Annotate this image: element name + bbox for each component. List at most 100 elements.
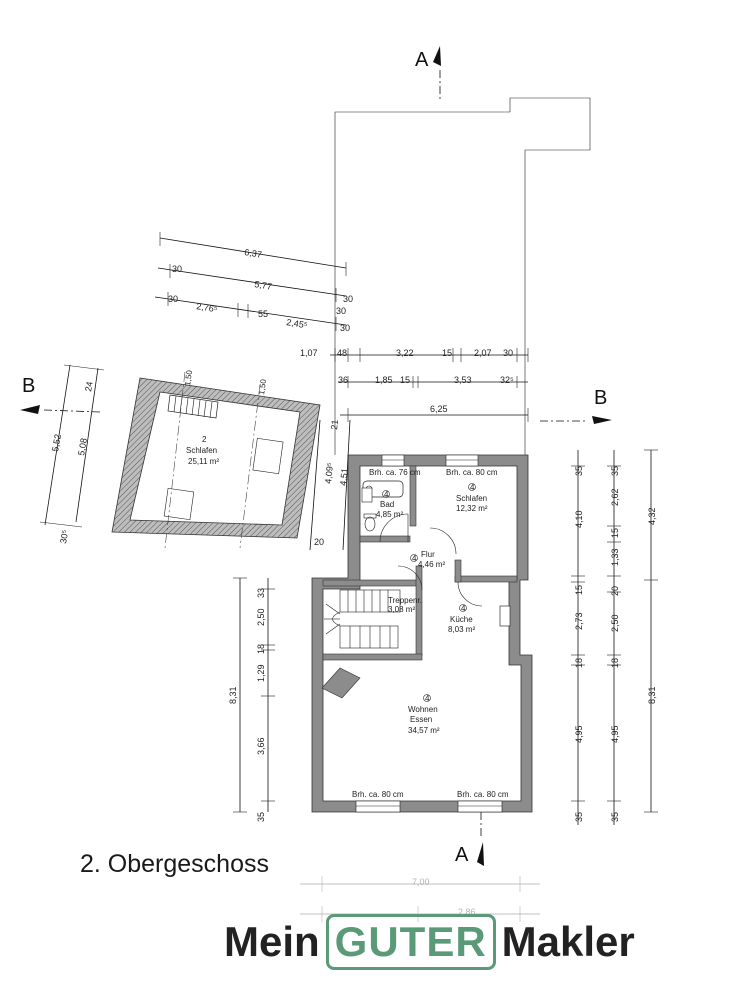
rooms-kueche-area: 8,03 m²	[448, 625, 475, 634]
rooms-schlafen-num: 4	[470, 483, 475, 492]
dims-mid-b: 4,09⁵	[323, 462, 335, 484]
rooms-wohnen-num: 4	[425, 694, 430, 703]
windows	[355, 454, 503, 813]
section-labels-b-left: B	[22, 375, 35, 397]
dims-bot-b: 2,86	[458, 907, 476, 917]
dims-row2e: 32⁵	[500, 375, 514, 385]
dimension-chain-right-1: 35 4,10 15 2,73 18 4,95 35	[571, 450, 585, 825]
dims-row1b: 48	[337, 348, 347, 358]
rooms-bad-name: Bad	[380, 500, 394, 509]
attic-room-area: 25,11 m²	[188, 457, 219, 466]
plot-outline	[334, 97, 591, 455]
section-marker-a-top: A	[415, 46, 441, 100]
dims-left-b: 33	[256, 588, 266, 598]
section-marker-b-left: B	[20, 375, 101, 414]
room-label-wohnen: 4 Wohnen Essen 34,57 m²	[408, 694, 440, 735]
brand-box: GUTER	[325, 914, 496, 970]
dims-mid-c: 4,51	[338, 468, 350, 486]
dims-row1d: 15	[442, 348, 452, 358]
attic-room: 1,50 1,50 2 Schlafen 25,11 m²	[111, 369, 321, 549]
dims-row1f: 30	[503, 348, 513, 358]
dims-top3d: 2,45⁵	[286, 317, 309, 330]
dims-row3: 6,25	[430, 404, 448, 414]
dims-r2-a: 35	[610, 466, 620, 476]
dims-r2-i: 35	[610, 812, 620, 822]
section-labels-a-top: A	[415, 49, 429, 71]
dims-bot-a: 7,00	[412, 877, 430, 887]
dims-r3-b: 8,31	[647, 686, 657, 704]
dims-row2c: 15	[400, 375, 410, 385]
dims-left-a: 8,31	[228, 686, 238, 704]
rooms-flur-area: 4,46 m²	[418, 560, 445, 569]
dims-top3a: 30	[168, 294, 178, 304]
dims-r1-d: 2,73	[574, 612, 584, 630]
dims-left-c: 2,50	[256, 608, 266, 626]
room-label-schlafen: 4 Schlafen 12,32 m²	[456, 483, 488, 513]
dims-row2a: 36	[338, 375, 348, 385]
door-swings	[379, 513, 483, 607]
dims-roof-b: 1,50	[257, 378, 268, 395]
dimension-chain-row1: 1,07 48 3,22 15 2,07 30	[300, 348, 529, 362]
dims-top3f: 30	[336, 306, 346, 316]
dims-mid-d: 20	[314, 537, 324, 547]
dims-dl-a: 5,52	[50, 433, 63, 452]
dims-r1-e: 18	[574, 658, 584, 668]
dims-r2-d: 1,33	[610, 548, 620, 566]
window-label-bad: Brh. ca. 76 cm	[369, 468, 421, 477]
dims-dl-b: 5,08	[76, 437, 89, 456]
section-marker-a-bottom: A	[455, 812, 484, 866]
section-marker-b-right: B	[540, 387, 612, 424]
building-walls	[311, 454, 533, 813]
dims-left-f: 3,66	[256, 737, 266, 755]
dims-r2-c: 15	[610, 528, 620, 538]
rooms-treppen-area: 3,08 m²	[388, 605, 415, 614]
dims-r2-b: 2,62	[610, 488, 620, 506]
dims-row1a: 1,07	[300, 348, 318, 358]
dims-mid-a: 21	[329, 419, 340, 430]
dims-r2-g: 18	[610, 658, 620, 668]
dims-r1-c: 15	[574, 585, 584, 595]
dims-r1-b: 4,10	[574, 510, 584, 528]
dims-top2a: 30	[172, 264, 182, 274]
rooms-wohnen-area: 34,57 m²	[408, 726, 440, 735]
dims-top2c: 30	[343, 294, 353, 304]
section-labels-b-right: B	[594, 387, 607, 409]
dims-left-g: 35	[256, 812, 266, 822]
dims-row2b: 1,85	[375, 375, 393, 385]
room-label-bad: 4 Bad 4,85 m²	[376, 490, 403, 519]
dims-row1e: 2,07	[474, 348, 492, 358]
rooms-bad-area: 4,85 m²	[376, 510, 403, 519]
dims-dl-d: 30⁵	[58, 529, 70, 545]
dims-r3-a: 4,32	[647, 507, 657, 525]
room-label-treppen: Treppenr. 3,08 m²	[388, 596, 422, 614]
dimension-chain-top: 6,37 30 5,77 30 30 2,76⁵ 55 2,45⁵ 30	[154, 232, 353, 333]
dims-r2-h: 4,95	[610, 725, 620, 743]
attic-room-name: Schlafen	[186, 446, 217, 455]
dims-top3c: 55	[258, 309, 268, 319]
rooms-kueche-name: Küche	[450, 615, 473, 624]
bath-fixtures	[361, 480, 404, 532]
dimension-chain-right-2: 35 2,62 15 1,33 20 2,50 18 4,95 35	[607, 450, 621, 825]
dimension-chain-row3: 6,25 30	[336, 306, 529, 422]
rooms-dach-schlafen-num: 2	[202, 435, 207, 444]
dims-r2-e: 20	[610, 586, 620, 596]
rooms-kueche-num: 4	[461, 604, 466, 613]
section-labels-a-bottom: A	[455, 844, 469, 866]
dimension-chain-right-3: 4,32 8,31	[644, 449, 658, 813]
dims-left-e: 1,29	[256, 664, 266, 682]
rooms-wohnen-name1: Wohnen	[408, 705, 438, 714]
room-label-kueche: 4 Küche 8,03 m²	[448, 604, 475, 634]
rooms-bad-num: 4	[384, 490, 389, 499]
dimension-chain-middle: 21 4,09⁵ 4,51 20	[309, 419, 351, 551]
dims-row1c: 3,22	[396, 348, 414, 358]
dims-row2d: 3,53	[454, 375, 472, 385]
dimension-chain-attic-left: 5,52 5,08 24 30⁵	[39, 364, 105, 545]
dims-roof-a: 1,50	[183, 369, 194, 386]
floor-title: 2. Obergeschoss	[80, 850, 269, 878]
window-label-wohnen-right: Brh. ca. 80 cm	[457, 790, 509, 799]
room-label-flur: 4 Flur 4,46 m²	[410, 550, 445, 569]
rooms-schlafen-name: Schlafen	[456, 494, 487, 503]
rooms-wohnen-name2: Essen	[410, 715, 432, 724]
dims-top3b: 2,76⁵	[196, 301, 219, 314]
brand-left: Mein	[224, 918, 320, 965]
